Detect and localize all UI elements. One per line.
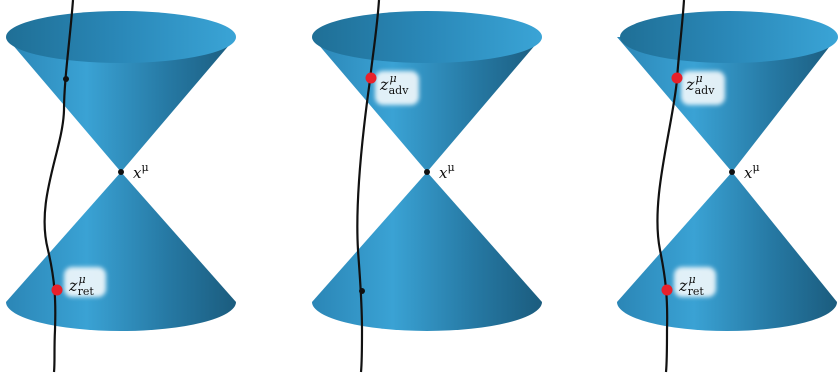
advanced-point bbox=[365, 72, 377, 84]
worldline bbox=[43, 0, 75, 373]
worldline bbox=[656, 0, 686, 373]
vertex-label: xμ bbox=[744, 161, 760, 182]
upper-cone bbox=[617, 11, 838, 172]
worldline-point-plain bbox=[359, 288, 365, 294]
upper-cone bbox=[6, 11, 236, 172]
vertex-point bbox=[729, 169, 735, 175]
lower-cone bbox=[617, 172, 837, 331]
vertex-label: xμ bbox=[439, 161, 455, 182]
label-glow bbox=[375, 71, 419, 105]
worldline-point-plain bbox=[63, 76, 69, 82]
advanced-point bbox=[671, 72, 683, 84]
label-glow bbox=[681, 71, 725, 105]
retarded-point bbox=[51, 284, 63, 296]
upper-cone bbox=[312, 11, 542, 172]
retarded-point bbox=[661, 284, 673, 296]
vertex-point bbox=[424, 169, 430, 175]
vertex-label: xμ bbox=[133, 161, 149, 182]
lower-cone bbox=[6, 172, 236, 331]
worldline bbox=[356, 0, 381, 373]
vertex-point bbox=[118, 169, 124, 175]
lower-cone bbox=[312, 172, 542, 331]
label-glow bbox=[674, 267, 716, 297]
label-glow bbox=[64, 267, 106, 297]
